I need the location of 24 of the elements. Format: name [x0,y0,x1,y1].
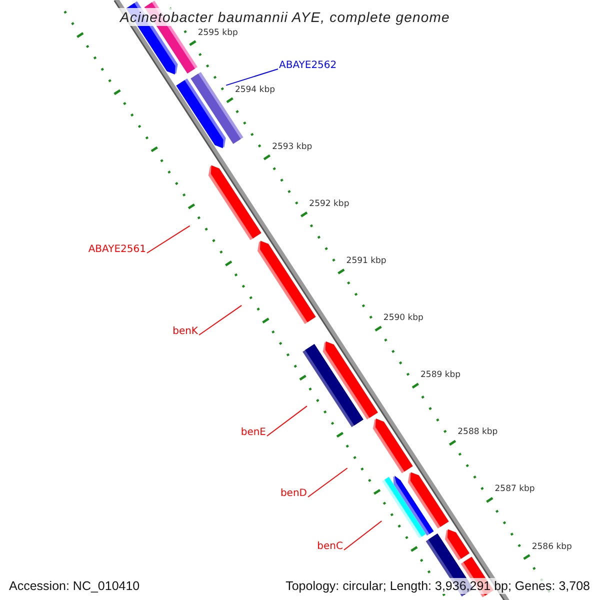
scale-label: 2588 kbp [458,427,498,438]
gene-label: ABAYE2561 [88,244,146,256]
scale-label: 2586 kbp [532,542,572,552]
leader-line [344,520,382,550]
scale-label: 2591 kbp [346,256,386,266]
leader-line [266,406,308,436]
scale-label: 2590 kbp [383,313,424,324]
scale-label: 2587 kbp [494,484,535,494]
gene-label: benD [280,488,307,500]
leader-line [146,225,190,254]
gene-label: benK [172,326,198,338]
gene-label: benC [317,541,343,553]
leader-line [308,468,348,498]
scale-label: 2593 kbp [272,142,312,152]
gene-label: ABAYE2562 [279,60,337,72]
scale-label: 2592 kbp [309,198,350,209]
genome-stats-text: Topology: circular; Length: 3,936,291 bp; Genes: 3,708 [284,578,592,594]
accession-text: Accession: NC_010410 [7,578,142,594]
leader-line [226,68,278,86]
scale-label: 2589 kbp [420,370,461,380]
leader-line [198,304,242,336]
scale-label: 2594 kbp [234,84,275,95]
gene-label: benE [240,427,266,439]
scale-label: 2595 kbp [198,28,238,38]
